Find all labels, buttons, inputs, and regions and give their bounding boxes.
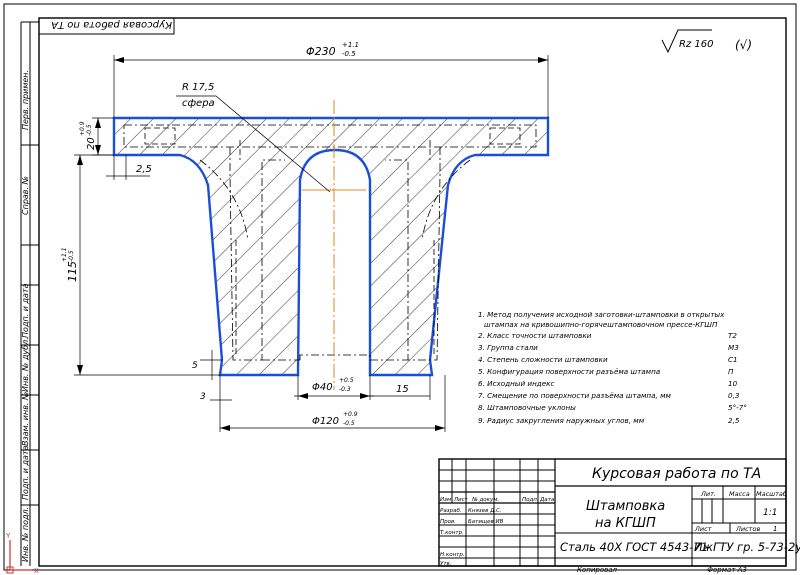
axis-x-label: X: [34, 567, 39, 575]
side-stamp-5: Взам. инв. №: [21, 392, 30, 446]
dim-hole-tol-up: +0.5: [339, 377, 354, 384]
tb-role-utv: Утв.: [440, 561, 452, 567]
tb-role-tkontr: Т.контр.: [440, 530, 464, 536]
note-3-val: М3: [728, 343, 739, 352]
dim-small-3: 3: [200, 392, 206, 402]
roughness-symbol: [661, 29, 712, 54]
ucs-axes-icon: [6, 540, 32, 574]
tb-sheet-label: Лист: [694, 525, 712, 533]
dim-height: 115: [66, 261, 79, 282]
note-9-val: 2,5: [728, 416, 740, 425]
note-9: 9. Радиус закругления наружных углов, мм: [478, 416, 645, 425]
note-2: 2. Класс точности штамповки: [478, 331, 592, 340]
tb-material: Сталь 40Х ГОСТ 4543-71: [560, 540, 708, 554]
dimension-arrows: [77, 57, 548, 431]
tb-name-prov: Батищев ИВ: [468, 519, 504, 525]
axis-y-label: Y: [5, 532, 11, 540]
dimension-lines: [74, 55, 549, 432]
dim-flange-h-tol-up: +0.9: [79, 121, 86, 136]
tb-role-nkontr: Н.контр.: [440, 552, 465, 558]
dim-top-width-tol-up: +1.1: [342, 41, 359, 49]
dim-height-tol-dn: -0.5: [68, 250, 75, 262]
tb-mass-label: Масса: [729, 490, 750, 498]
note-4-val: С1: [728, 355, 738, 364]
tb-name-razrab: Князев Д.С.: [468, 508, 502, 514]
tb-org: ИжГТУ гр. 5-73-2у: [694, 540, 800, 554]
tb-scale-label: Масштаб: [756, 490, 787, 498]
flipped-title: Курсовая работа по ТА: [51, 19, 172, 31]
dim-top-width-tol-dn: -0.5: [342, 50, 356, 58]
flipped-title-box: [38, 17, 175, 35]
note-5: 5. Конфигурация поверхности разъёма штам…: [478, 367, 660, 376]
title-block-grid: [438, 458, 787, 567]
dim-height-tol-up: +1.1: [61, 247, 68, 262]
tb-format: Формат А3: [707, 566, 747, 574]
tb-copied: Копировал: [577, 566, 618, 574]
note-8-val: 5°-7°: [728, 403, 747, 412]
note-4: 4. Степень сложности штамповки: [478, 355, 608, 364]
tb-role-prov: Пров.: [440, 519, 456, 525]
tb-hdr-list: Лист: [453, 497, 469, 503]
dim-15: 15: [396, 384, 409, 395]
note-2-val: Т2: [728, 331, 737, 340]
note-1a: 1. Метод получения исходной заготовки-шт…: [478, 310, 725, 319]
note-5-val: П: [728, 367, 734, 376]
dim-hole: Φ40: [312, 382, 333, 393]
tb-hdr-doc: № докум.: [471, 497, 499, 503]
side-stamp-7: Инв. № подл.: [21, 507, 30, 562]
tb-scale-value: 1:1: [763, 508, 777, 518]
tb-lit-label: Лит.: [700, 490, 716, 498]
note-8: 8. Штамповочные уклоны: [478, 403, 576, 412]
tb-part-name-1: Штамповка: [586, 499, 665, 514]
tb-hdr-date: Дата: [539, 497, 555, 503]
tb-hdr-izm: Изм.: [440, 497, 453, 503]
dim-top-width: Φ230: [306, 45, 336, 58]
side-stamp-2: Справ. №: [21, 176, 30, 215]
tb-sheets-value: 1: [773, 525, 777, 533]
roughness-value: Rz 160: [679, 39, 713, 50]
side-stamp-3: Подп. и дата: [21, 283, 30, 338]
note-7-val: 0,3: [728, 391, 740, 400]
side-stamp-6: Подп. и дата: [21, 445, 30, 500]
tb-main-title: Курсовая работа по ТА: [592, 466, 761, 482]
tb-sheets-label: Листов: [735, 525, 760, 533]
tb-part-name-2: на КГШП: [595, 516, 656, 531]
dim-hole-tol-dn: -0.3: [339, 386, 351, 393]
dim-small-5: 5: [192, 361, 198, 371]
side-stamp-4: Инв. № дубл.: [21, 337, 30, 392]
dim-base-tol-up: +0.9: [343, 411, 358, 418]
note-6: 6. Исходный индекс: [478, 379, 555, 388]
dim-base: Φ120: [312, 416, 339, 427]
dim-flange-h: 20: [86, 137, 97, 150]
dim-base-tol-dn: -0.5: [343, 420, 355, 427]
technical-notes: 1. Метод получения исходной заготовки-шт…: [478, 310, 747, 425]
roughness-suffix: (√): [735, 38, 752, 52]
side-stamp-1: Перв. примен.: [21, 70, 30, 130]
sheet-border: [3, 3, 797, 571]
inner-contours: [123, 124, 537, 361]
dim-offset: 2,5: [136, 164, 152, 175]
tb-role-razrab: Разраб.: [440, 508, 462, 514]
side-stamp-block: [20, 21, 39, 566]
dim-radius: R 17,5: [182, 82, 214, 93]
tb-hdr-sign: Подп.: [522, 497, 539, 503]
note-3: 3. Группа стали: [478, 343, 538, 352]
drawing-frame: [38, 17, 787, 567]
note-6-val: 10: [728, 379, 738, 388]
dim-flange-h-tol-dn: -0.5: [86, 124, 93, 136]
hidden-lines: [144, 127, 521, 355]
dim-radius-note: сфера: [182, 98, 215, 109]
note-7: 7. Смещение по поверхности разъёма штамп…: [478, 391, 672, 400]
note-1b: штампах на кривошипно-горячештамповочном…: [484, 320, 718, 329]
